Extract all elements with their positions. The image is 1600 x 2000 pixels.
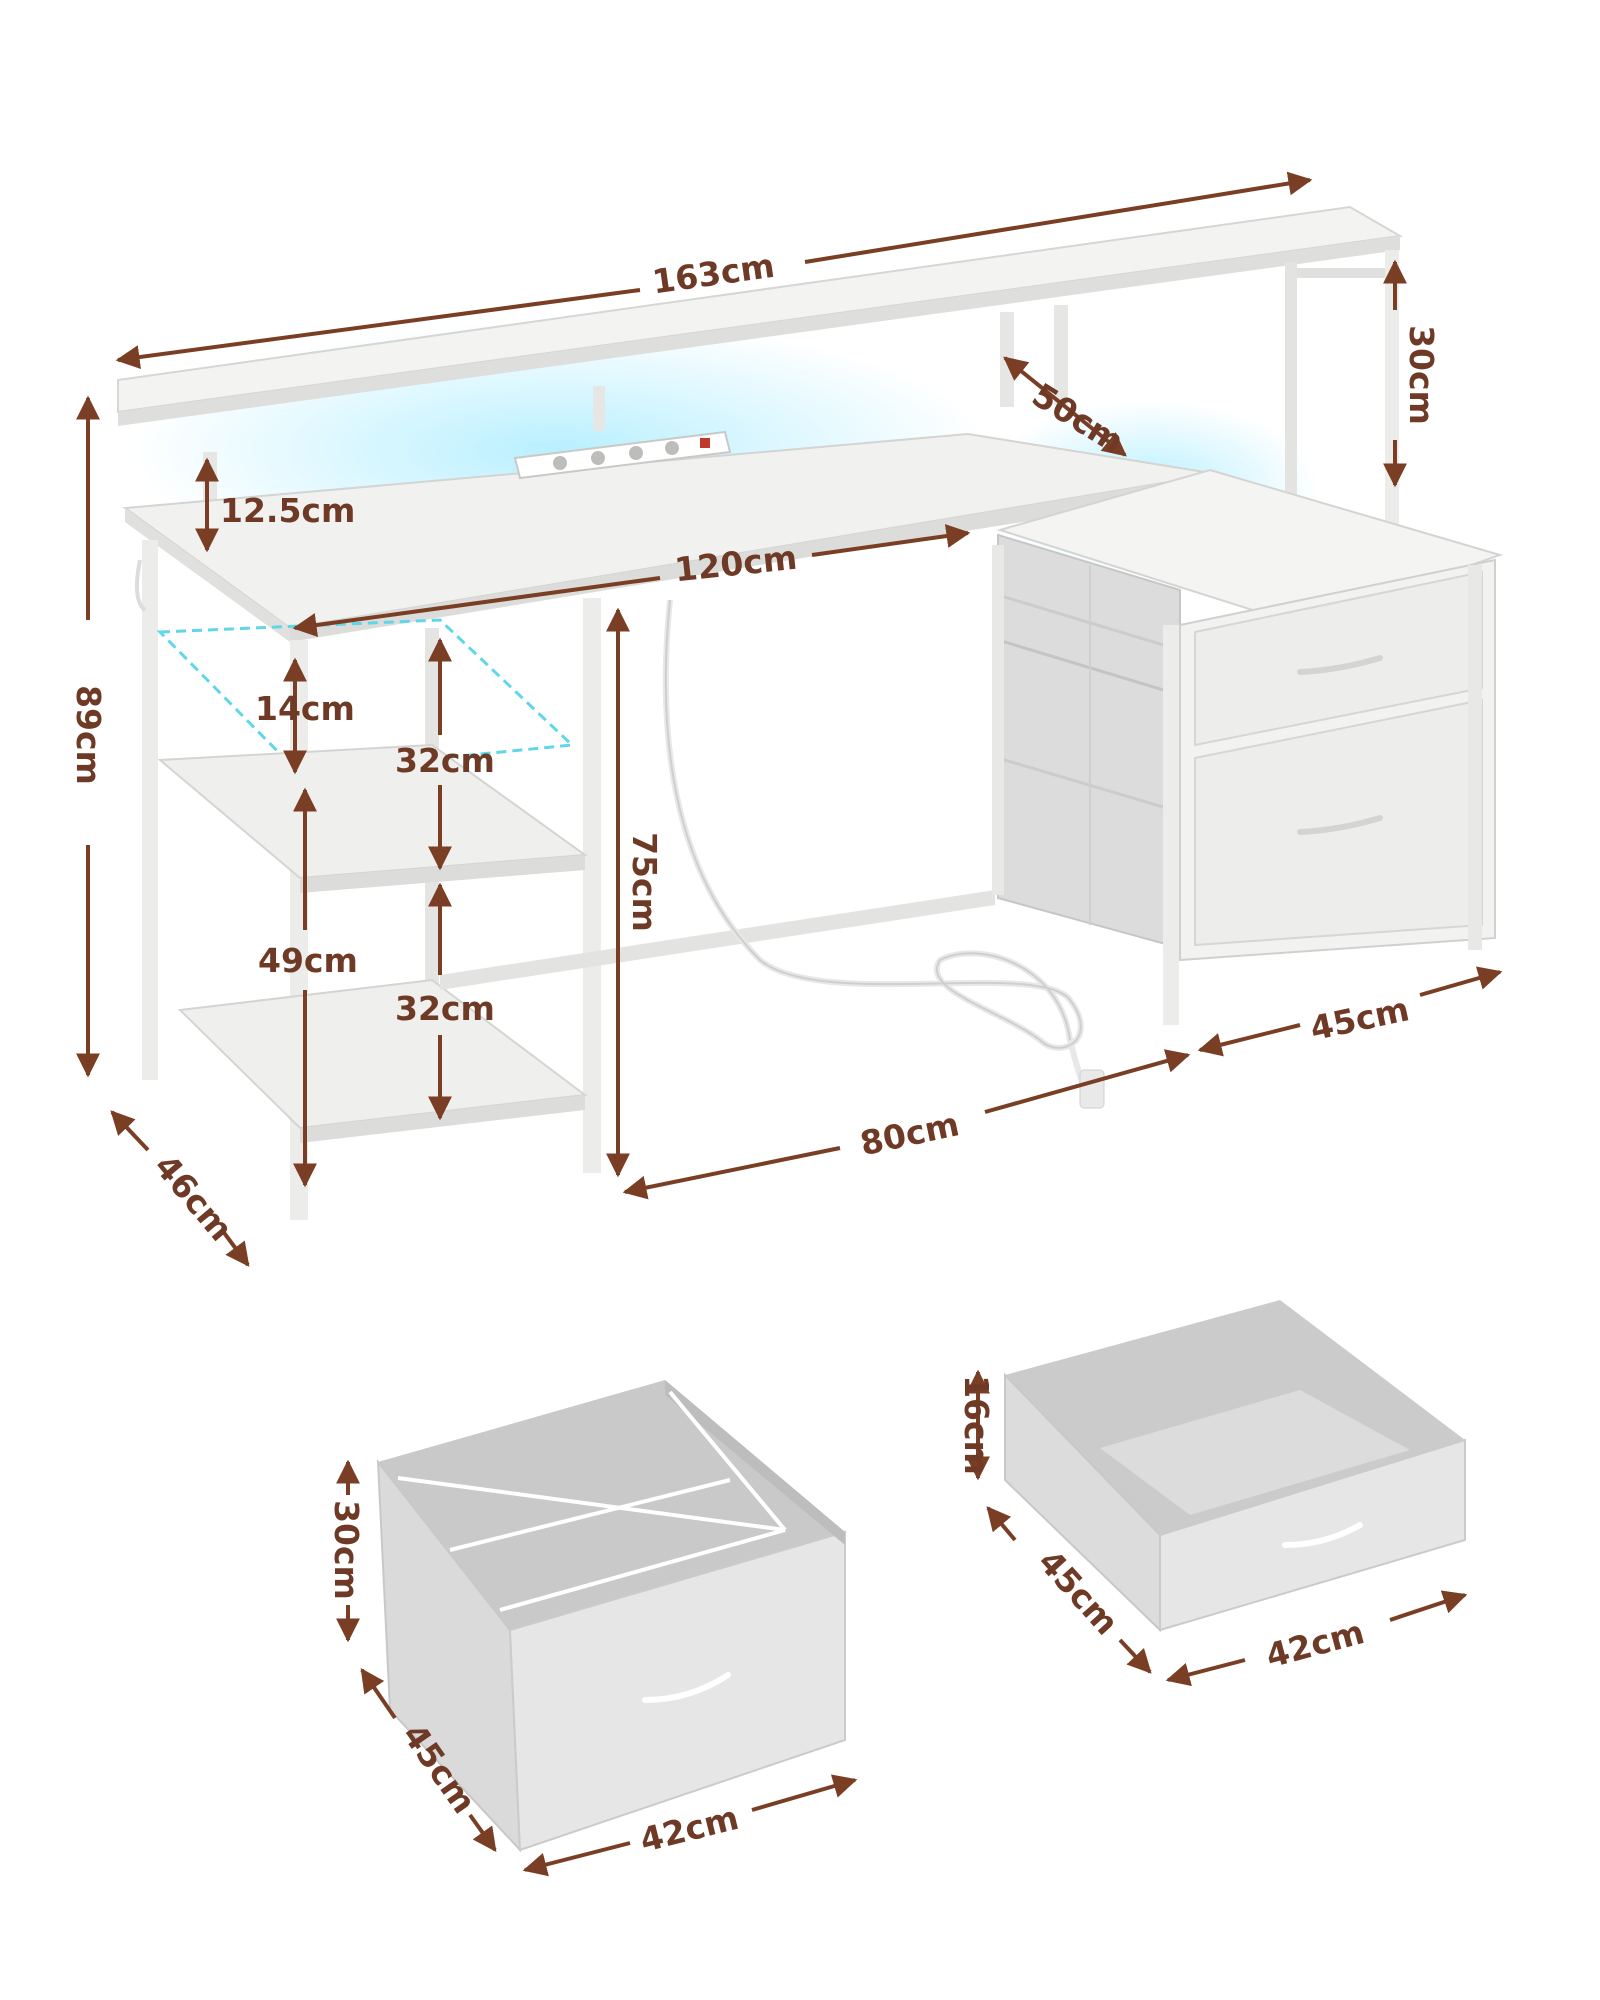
- label-base-depth: 46cm: [147, 1147, 241, 1249]
- dim-163-right: [804, 171, 1313, 264]
- drawer-handle-icon: [642, 1672, 731, 1703]
- label-shelf-gap-top: 14cm: [255, 689, 355, 728]
- outlet-icon: [665, 441, 679, 455]
- drawer-handle-icon: [1297, 815, 1383, 835]
- drawer-handle-icon: [1297, 655, 1383, 675]
- small-drawer-illustration: [1004, 1300, 1466, 1633]
- label-hutch-height: 30cm: [1402, 325, 1441, 425]
- outlet-icon: [553, 456, 567, 470]
- dim-163-left: [115, 288, 641, 370]
- label-shelf-tower-height: 49cm: [258, 941, 358, 980]
- outlet-icon: [591, 451, 605, 465]
- hook-icon: [134, 559, 147, 612]
- drawer-handle-icon: [1282, 1522, 1363, 1548]
- plug-icon: [1079, 1069, 1105, 1109]
- label-cabinet-depth: 45cm: [1307, 989, 1413, 1048]
- label-shelf-gap-low: 32cm: [395, 989, 495, 1028]
- crossbar: [440, 890, 995, 990]
- label-riser-height: 12.5cm: [220, 491, 355, 530]
- label-base-width: 80cm: [857, 1104, 963, 1163]
- dimension-lines: [76, 171, 1503, 1877]
- label-overall-height: 89cm: [69, 685, 108, 785]
- large-drawer-illustration: [376, 1380, 846, 1853]
- label-large-drawer-width: 42cm: [636, 1798, 742, 1860]
- shelf: [156, 618, 576, 774]
- power-switch-icon: [700, 438, 710, 448]
- label-small-drawer-height: 16cm: [957, 1375, 996, 1475]
- desk-illustration: [117, 205, 1504, 1220]
- leg: [1163, 625, 1179, 1025]
- leg: [1468, 565, 1482, 950]
- outlet-icon: [629, 446, 643, 460]
- shelf: [157, 743, 588, 880]
- label-small-drawer-width: 42cm: [1262, 1612, 1369, 1676]
- hutch-post: [593, 386, 605, 431]
- label-leg-height: 75cm: [625, 832, 664, 932]
- leg: [992, 545, 1004, 895]
- leg: [583, 598, 601, 1173]
- label-shelf-gap-mid: 32cm: [395, 741, 495, 780]
- label-large-drawer-height: 30cm: [327, 1500, 366, 1600]
- leg: [142, 540, 158, 1080]
